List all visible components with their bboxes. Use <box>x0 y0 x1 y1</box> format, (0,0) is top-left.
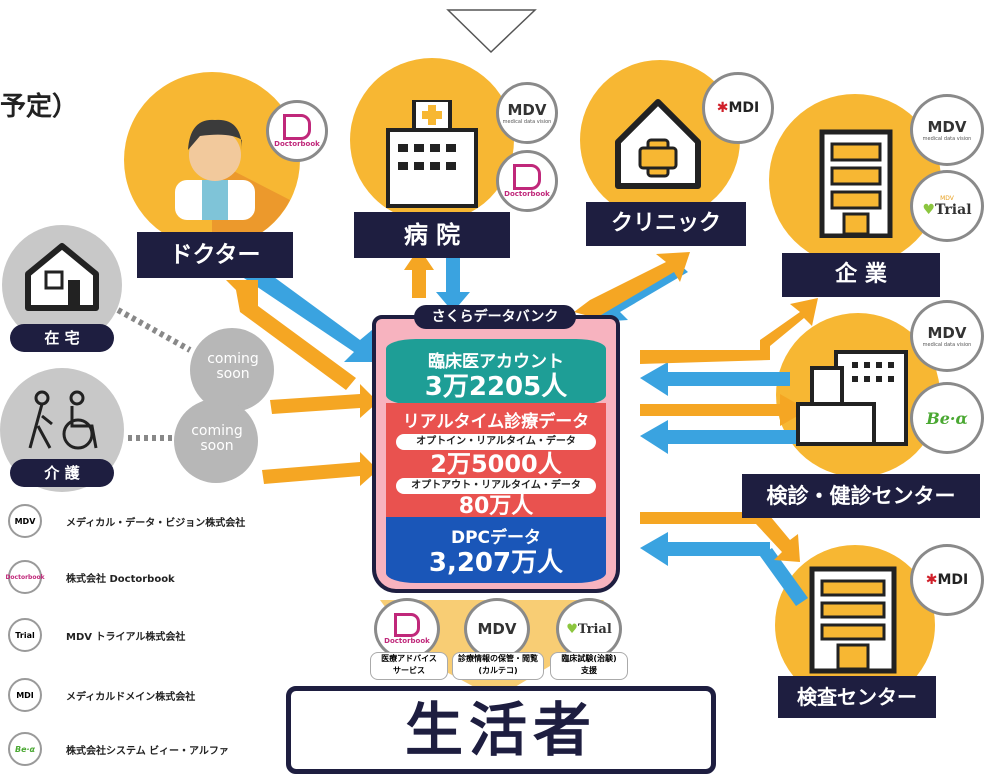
wheelchair-icon <box>28 390 98 450</box>
legend-mdv-logo: MDV <box>8 504 42 538</box>
service-trial-logo: ♥Trial <box>556 598 622 660</box>
realtime-label: リアルタイム診療データ <box>402 412 590 432</box>
legend-trial-text: MDV トライアル株式会社 <box>66 631 186 643</box>
consumer-box: 生活者 <box>286 686 716 774</box>
legend-mdv-text: メディカル・データ・ビジョン株式会社 <box>66 517 246 529</box>
legend-mdi-logo: MDI <box>8 678 42 712</box>
node-label-company: 企 業 <box>782 253 940 297</box>
coming-soon-text-1: coming soon <box>207 351 259 382</box>
clinician-section: 臨床医アカウント 3万2205人 <box>386 339 606 405</box>
consumer-label: 生活者 <box>404 696 597 764</box>
dotted-line-home <box>116 307 192 353</box>
realtime-section: リアルタイム診療データ オプトイン・リアルタイム・データ 2万5000人 オプト… <box>386 403 606 519</box>
service-label-trial: 臨床試験(治験) 支援 <box>550 652 628 680</box>
mdi-logo: ✱MDI <box>910 544 984 616</box>
optin-value: 2万5000人 <box>430 450 562 478</box>
home-house-icon <box>25 243 99 311</box>
node-label-clinic: クリニック <box>586 202 746 246</box>
clinician-value: 3万2205人 <box>424 372 568 402</box>
service-label-advice: 医療アドバイス サービス <box>370 652 448 680</box>
node-label-lab: 検査センター <box>778 676 936 718</box>
hospital-building-icon <box>386 100 478 208</box>
doctorbook-logo: Doctorbook <box>266 100 328 162</box>
mdv-logo: MDV medical data vision <box>910 94 984 166</box>
trial-logo: MDV ♥Trial <box>910 170 984 242</box>
legend-doctorbook-logo: Doctorbook <box>5 560 45 594</box>
header-text: 予定） <box>0 92 79 122</box>
node-label-home: 在 宅 <box>10 324 114 352</box>
mdv-logo: MDV medical data vision <box>910 300 984 372</box>
coming-soon-text-2: coming soon <box>191 423 243 454</box>
mdv-logo: MDV medical data vision <box>496 82 558 144</box>
databank-cylinder: 臨床医アカウント 3万2205人 リアルタイム診療データ オプトイン・リアルタイ… <box>372 315 620 593</box>
service-doctorbook-logo: Doctorbook <box>374 598 440 660</box>
optin-label: オプトイン・リアルタイム・データ <box>396 434 596 450</box>
legend-bea-logo: Be·α <box>8 732 42 766</box>
dpc-value: 3,207万人 <box>428 548 564 578</box>
legend-item-mdi: MDI メディカルドメイン株式会社 <box>8 678 196 712</box>
dpc-label: DPCデータ <box>450 528 542 548</box>
lab-building-icon <box>809 566 897 674</box>
legend-item-bea: Be·α 株式会社システム ビィー・アルファ <box>8 732 229 766</box>
legend-doctorbook-text: 株式会社 Doctorbook <box>66 573 175 585</box>
legend-item-trial: Trial MDV トライアル株式会社 <box>8 618 186 652</box>
doctor-icon <box>175 119 255 220</box>
node-label-doctor: ドクター <box>137 232 293 278</box>
clinic-house-icon <box>615 99 701 189</box>
node-label-checkup: 検診・健診センター <box>742 474 980 518</box>
legend-bea-text: 株式会社システム ビィー・アルファ <box>66 745 229 757</box>
bea-logo: Be·α <box>910 382 984 454</box>
checkup-building-icon <box>796 350 908 446</box>
legend-item-mdv: MDV メディカル・データ・ビジョン株式会社 <box>8 504 246 538</box>
legend-trial-logo: Trial <box>8 618 42 652</box>
coming-soon-circle-1 <box>190 328 274 412</box>
clinician-label: 臨床医アカウント <box>428 352 564 372</box>
mdi-logo: ✱MDI <box>702 72 774 144</box>
node-label-care: 介 護 <box>10 459 114 487</box>
legend-mdi-text: メディカルドメイン株式会社 <box>66 691 196 703</box>
coming-soon-circle-2 <box>174 399 258 483</box>
legend-item-doctorbook: Doctorbook 株式会社 Doctorbook <box>5 560 175 594</box>
optout-label: オプトアウト・リアルタイム・データ <box>396 478 596 494</box>
company-building-icon <box>819 129 893 238</box>
down-triangle-icon <box>446 9 537 54</box>
dpc-section: DPCデータ 3,207万人 <box>386 517 606 583</box>
service-label-records: 診療情報の保管・閲覧 (カルテコ) <box>452 652 544 680</box>
node-label-hospital: 病 院 <box>354 212 510 258</box>
service-mdv-logo: MDV <box>464 598 530 660</box>
databank-title: さくらデータバンク <box>414 305 576 329</box>
doctorbook-logo: Doctorbook <box>496 150 558 212</box>
optout-value: 80万人 <box>458 494 534 519</box>
